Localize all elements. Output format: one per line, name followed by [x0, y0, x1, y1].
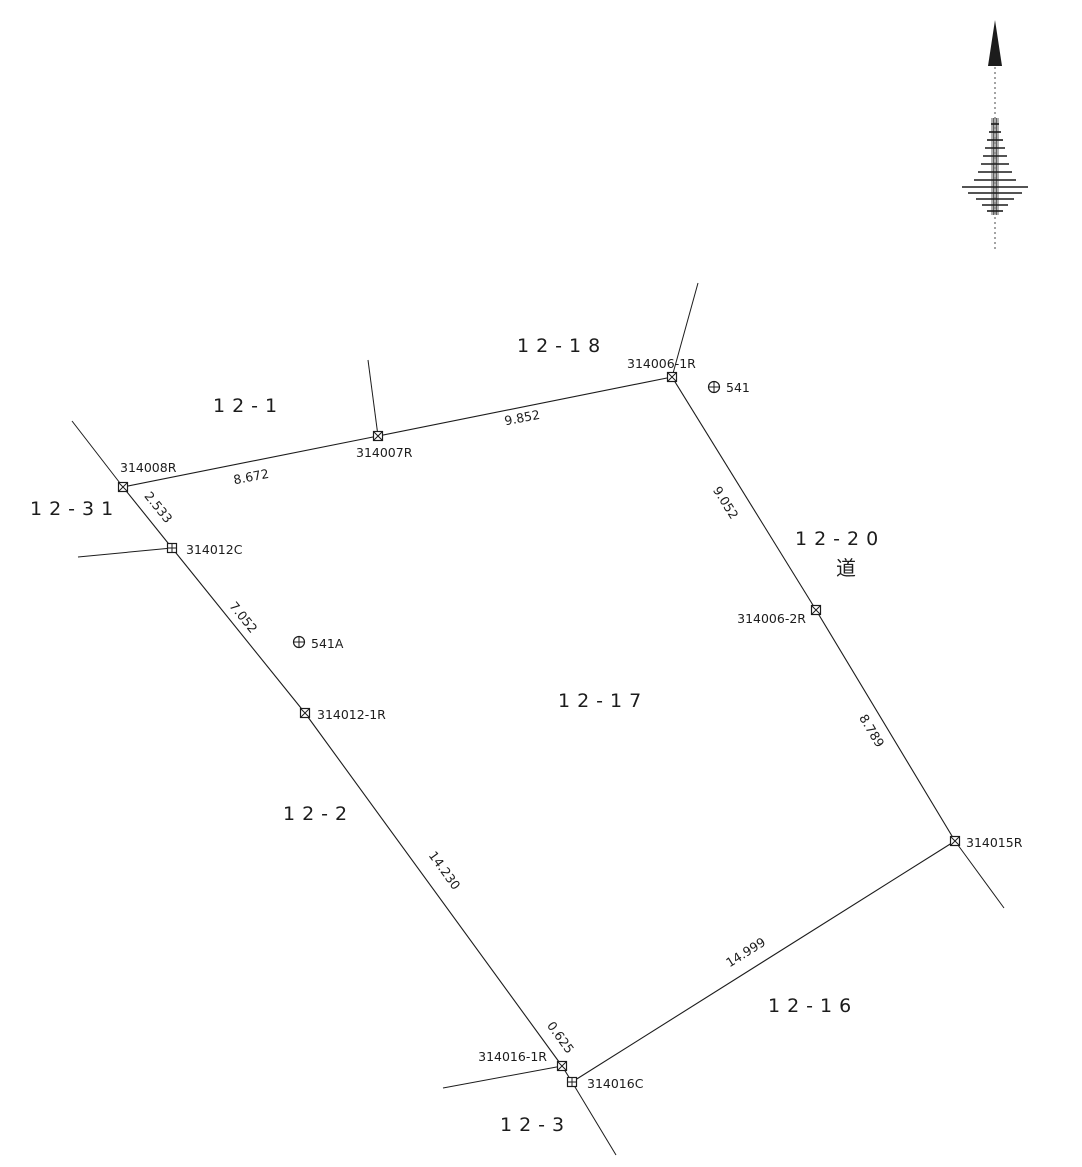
parcel-number-label: 12-31: [30, 498, 120, 520]
parcel-edge: [815, 609, 956, 842]
boundary-extension-line: [571, 1081, 617, 1156]
edge-distance-label: 8.672: [232, 466, 270, 488]
point-label: 314012C: [186, 542, 243, 557]
parcel-number-label: 道: [836, 556, 856, 580]
marker-diagonal-line: [811, 605, 821, 615]
boundary-extension-line: [442, 1065, 563, 1089]
marker-diagonal-line: [667, 372, 677, 382]
boundary-extension-line: [77, 547, 173, 558]
marker-diagonal-line: [950, 836, 960, 846]
boundary-extension-line: [954, 840, 1005, 909]
edge-distance-label: 9.052: [710, 483, 742, 521]
parcel-edge: [377, 376, 673, 437]
parcel-number-label: 12-16: [768, 995, 858, 1017]
benchmark-label: 541: [726, 380, 750, 395]
parcel-number-label: 12-18: [517, 335, 607, 357]
edge-distance-label: 2.533: [141, 489, 175, 526]
edge-distance-label: 14.999: [723, 934, 768, 970]
parcel-number-label: 12-1: [213, 395, 284, 417]
north-arrow-head: [988, 20, 1002, 66]
point-label: 314016-1R: [478, 1049, 547, 1064]
edge-distance-label: 8.789: [856, 711, 887, 749]
edge-distance-label: 9.852: [503, 407, 541, 429]
parcel-number-label: 12-3: [500, 1114, 571, 1136]
parcel-number-label: 12-2: [283, 803, 354, 825]
parcel-edge: [304, 712, 563, 1067]
marker-diagonal-line: [373, 431, 383, 441]
parcel-number-label: 12-20: [795, 528, 885, 550]
parcel-number-label: 12-17: [558, 690, 648, 712]
boundary-extension-line: [367, 359, 379, 437]
parcel-edge: [122, 486, 173, 549]
marker-diagonal-line: [300, 708, 310, 718]
point-label: 314006-1R: [627, 356, 696, 371]
edge-distance-label: 0.625: [544, 1018, 577, 1056]
edge-distance-label: 7.052: [226, 599, 260, 636]
point-label: 314015R: [966, 835, 1023, 850]
point-label: 314007R: [356, 445, 413, 460]
boundary-extension-line: [671, 282, 699, 378]
marker-diagonal-line: [557, 1061, 567, 1071]
parcel-edge: [122, 435, 379, 488]
boundary-extension-line: [71, 420, 124, 488]
parcel-edge: [171, 547, 306, 714]
point-label: 314006-2R: [737, 611, 806, 626]
point-label: 314008R: [120, 460, 177, 475]
marker-diagonal-line: [118, 482, 128, 492]
point-label: 314012-1R: [317, 707, 386, 722]
parcel-edge: [571, 840, 956, 1083]
parcel-edge: [671, 376, 817, 611]
point-label: 314016C: [587, 1076, 644, 1091]
benchmark-label: 541A: [311, 636, 344, 651]
